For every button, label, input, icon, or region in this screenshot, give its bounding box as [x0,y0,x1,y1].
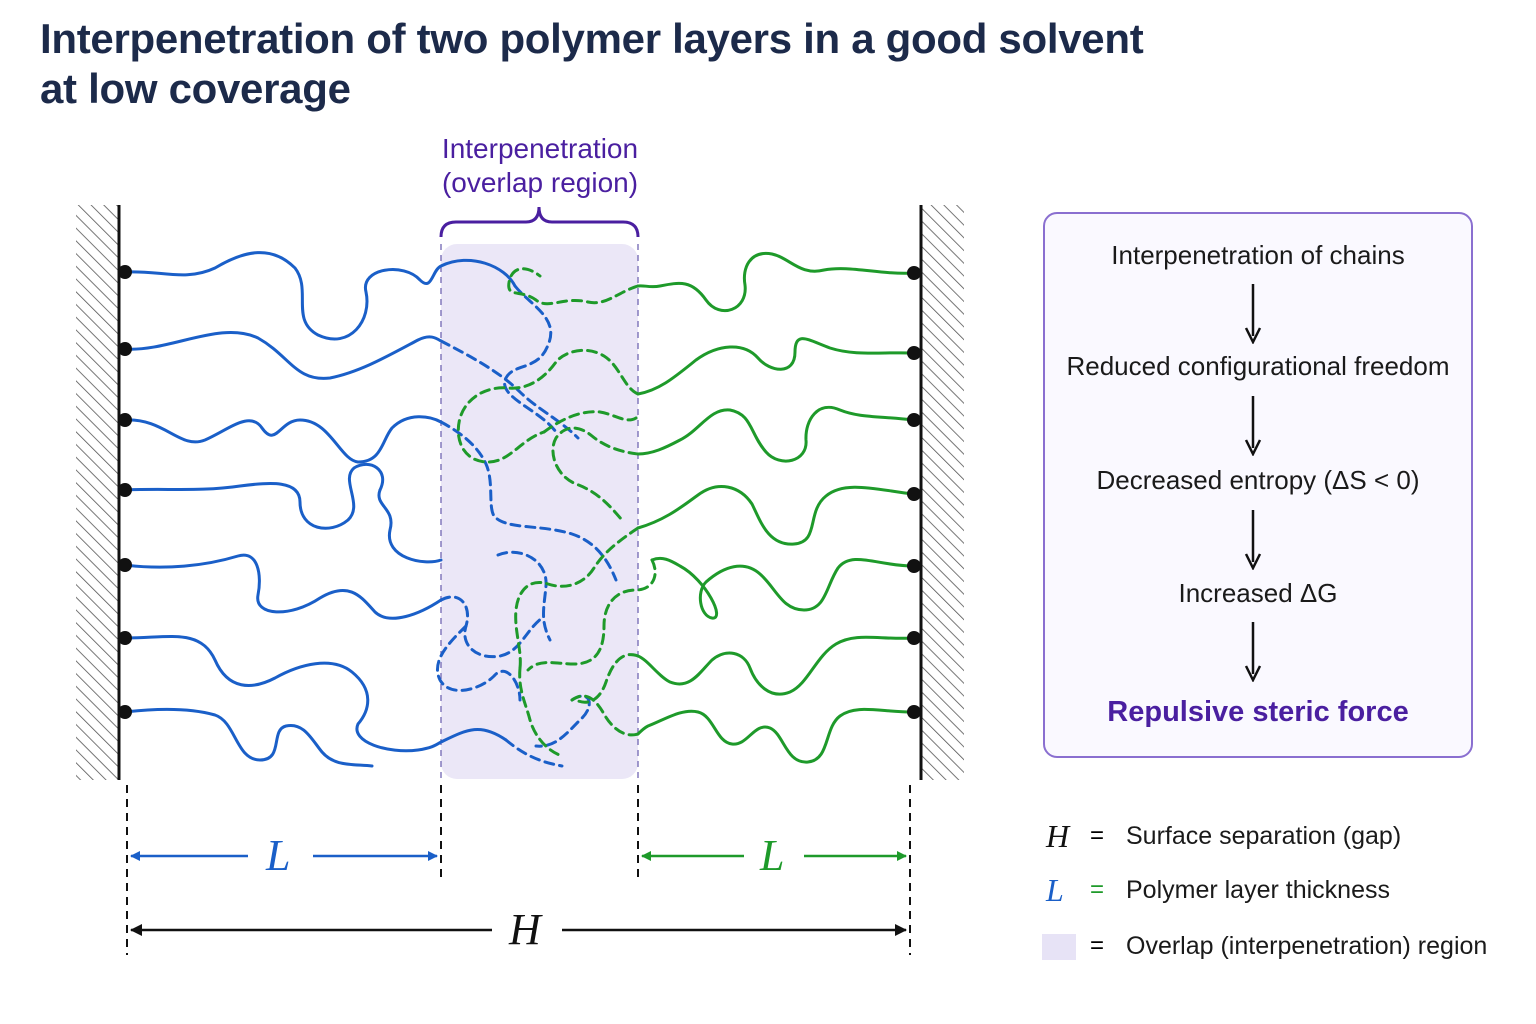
legend-equals: = [1090,822,1105,849]
green-dashed-9 [542,410,638,434]
page-title: Interpenetration of two polymer layers i… [40,14,1240,114]
right-chains-dashed [456,267,657,758]
legend-symbol-L: L [1046,872,1064,908]
right-wall-hatch [922,205,964,780]
blue-dashed-3 [439,420,618,582]
down-arrow-icon [1244,510,1262,570]
legend-row-H: H = Surface separation (gap) [1040,818,1510,858]
right-anchors [907,266,921,719]
legend-symbol-H: H [1046,818,1070,854]
green-chain-5 [650,556,915,620]
overlap-brace [439,206,640,238]
left-anchor-6 [118,631,132,645]
green-dashed-1 [507,267,640,306]
flow-step-final: Repulsive steric force [1107,696,1409,728]
green-chain-3 [636,405,915,463]
flow-step-4: Increased ΔG [1178,578,1338,608]
green-chain-6 [636,635,915,696]
blue-dashed-4 [439,595,544,659]
blue-chain-4 [123,462,385,530]
legend-row-overlap: = Overlap (interpenetration) region [1040,928,1510,968]
blue-chain-1 [123,251,517,341]
green-dashed-6 [574,653,640,704]
down-arrow-icon [1244,396,1262,456]
dimension-guides [126,785,911,955]
right-anchor-1 [907,266,921,280]
blue-dashed-6 [504,738,564,768]
left-chains [123,251,517,768]
H-label: H [509,905,541,954]
overlap-label-line-2: (overlap region) [441,167,639,198]
flow-step-1: Interpenetration of chains [1111,240,1405,270]
flow-step-3: Decreased entropy (ΔS < 0) [1096,465,1420,495]
mechanism-flowchart: Interpenetration of chains Reduced confi… [1043,212,1473,758]
green-chain-4 [636,485,915,546]
title-line-2: at low coverage [40,65,351,112]
right-anchor-4 [907,487,921,501]
legend-text-overlap: Overlap (interpenetration) region [1126,932,1488,960]
left-anchors [118,265,132,719]
right-anchor-5 [907,559,921,573]
right-chains [636,251,915,764]
left-anchor-4 [118,483,132,497]
right-anchor-3 [907,413,921,427]
blue-chain-7 [123,707,374,768]
green-chain-1 [636,251,915,313]
left-wall-hatch [76,205,118,780]
right-L-label: L [760,831,785,880]
overlap-label-line-1: Interpenetration [441,133,639,164]
green-dashed-5 [526,558,657,672]
legend-row-L: L = Polymer layer thickness [1040,872,1510,912]
blue-chain-3 [123,415,443,464]
left-anchor-1 [118,265,132,279]
blue-chain-6 [123,635,508,753]
left-L-label: L [266,831,291,880]
right-anchor-6 [907,631,921,645]
blue-chain-5 [123,553,443,620]
down-arrow-icon [1244,622,1262,682]
green-dashed-8 [518,666,564,758]
blue-dashed-7 [496,550,552,642]
blue-dashed-1 [503,284,558,434]
left-anchor-5 [118,558,132,572]
right-anchor-7 [907,705,921,719]
green-chain-2 [636,337,915,396]
green-dashed-2 [456,348,640,464]
left-anchor-3 [118,413,132,427]
right-anchor-2 [907,346,921,360]
legend-overlap-swatch [1042,934,1076,960]
green-dashed-3 [551,426,640,522]
legend-text-L: Polymer layer thickness [1126,876,1390,904]
overlap-region [441,244,638,779]
down-arrow-icon [1244,284,1262,344]
green-chain-7 [636,707,915,764]
green-dashed-4 [514,526,640,670]
flow-step-2: Reduced configurational freedom [1066,351,1450,381]
left-anchor-7 [118,705,132,719]
blue-chain-8 [377,488,443,564]
legend-equals: = [1090,932,1105,959]
legend-equals: = [1090,876,1105,903]
blue-chain-2 [123,330,443,380]
left-anchor-2 [118,342,132,356]
blue-dashed-5 [436,624,522,702]
blue-dashed-8 [534,694,591,748]
legend-text-H: Surface separation (gap) [1126,822,1402,850]
title-line-1: Interpenetration of two polymer layers i… [40,15,1144,62]
